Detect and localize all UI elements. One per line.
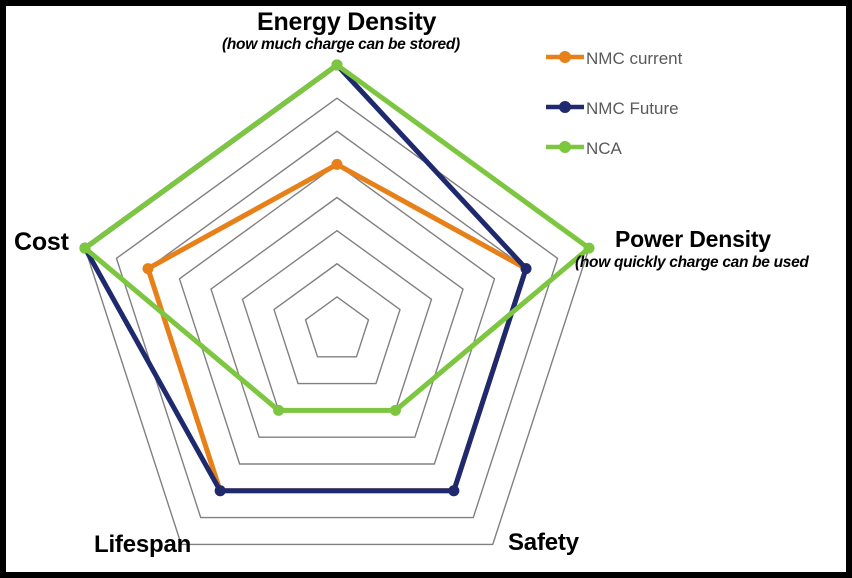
radar-chart-svg <box>79 51 595 546</box>
grid-ring <box>178 163 496 465</box>
legend-marker-dot <box>559 141 571 153</box>
axis-label-power-density: Power Density <box>615 226 771 252</box>
radar-series-layer <box>79 59 595 497</box>
legend-marker-dot <box>559 101 571 113</box>
axis-label-lifespan: Lifespan <box>94 531 192 558</box>
legend-label-nmc-current: NMC current <box>586 49 683 68</box>
grid-ring <box>210 196 464 438</box>
grid-ring <box>273 263 401 385</box>
grid-ring <box>304 296 370 358</box>
series-data-point <box>79 242 91 254</box>
legend-label-nmc-future: NMC Future <box>586 99 679 118</box>
axis-label-safety: Safety <box>508 529 579 556</box>
legend-label-nca: NCA <box>586 139 622 158</box>
radar-series <box>79 59 595 416</box>
series-data-point <box>273 404 285 416</box>
chart-canvas: Energy Density (how much charge can be s… <box>6 6 846 572</box>
series-data-point <box>331 158 343 170</box>
axis-label-cost: Cost <box>14 228 69 256</box>
legend-markers <box>546 51 584 153</box>
series-data-point <box>448 485 460 497</box>
axis-sublabel-power-density: (how quickly charge can be used <box>575 254 809 271</box>
axis-sublabel-energy-density: (how much charge can be stored) <box>222 36 460 53</box>
series-data-point <box>520 263 532 275</box>
series-data-point <box>214 485 226 497</box>
axis-label-energy-density: Energy Density <box>257 8 437 36</box>
series-data-point <box>389 404 401 416</box>
series-data-point <box>142 263 154 275</box>
series-data-point <box>583 242 595 254</box>
radar-series <box>79 59 532 497</box>
series-data-point <box>331 59 343 71</box>
grid-ring <box>115 97 559 519</box>
series-outline <box>82 62 592 413</box>
legend-marker-dot <box>559 51 571 63</box>
